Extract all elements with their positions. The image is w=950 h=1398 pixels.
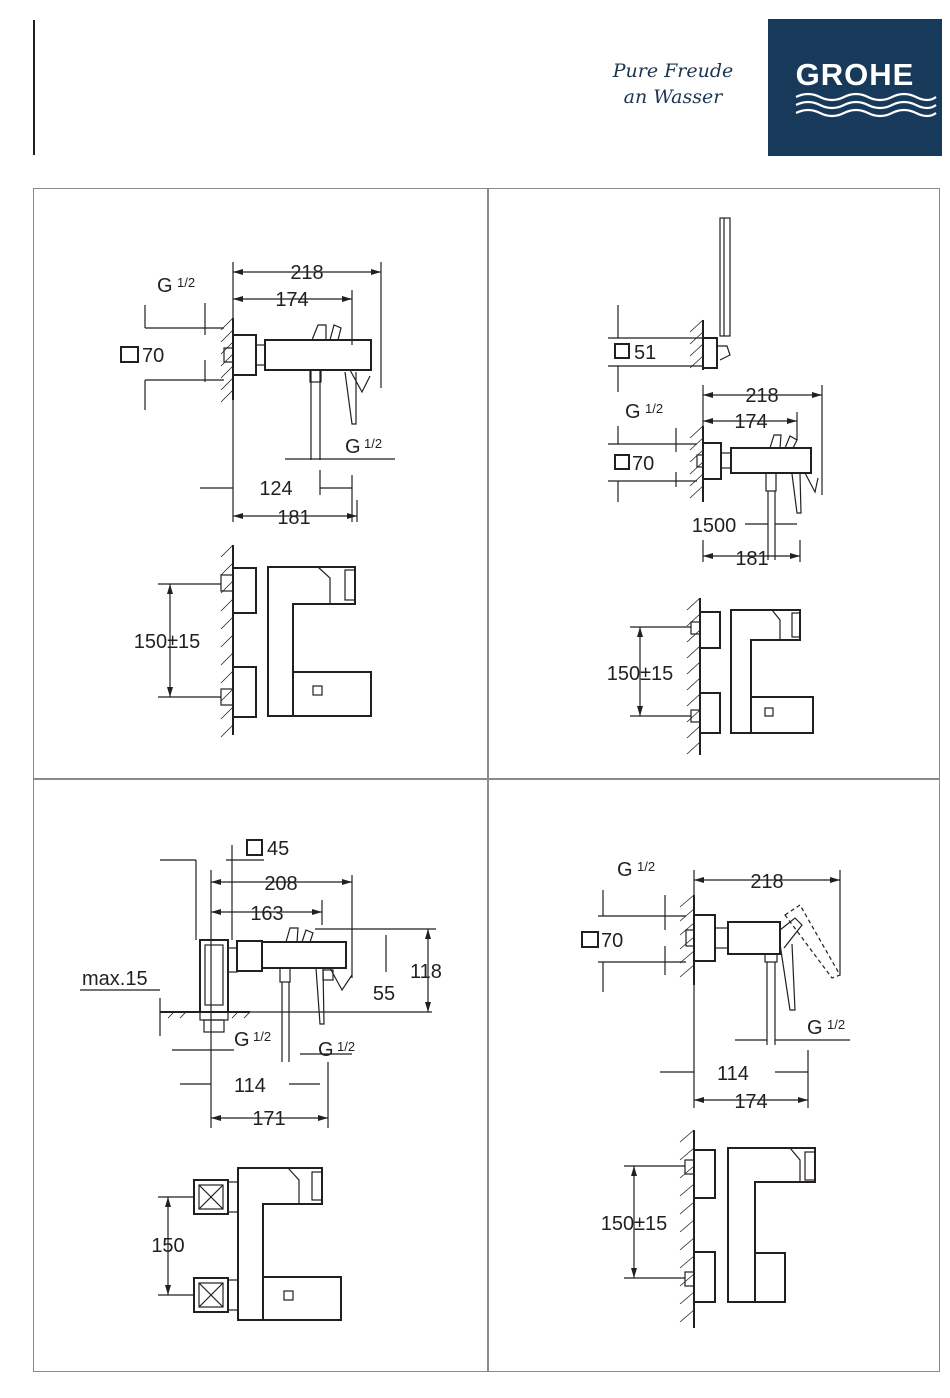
thread-g-bottom-fraction: 1/2 xyxy=(827,1017,845,1032)
thread-g-top: G xyxy=(617,859,633,881)
dim-218: 218 xyxy=(750,871,783,893)
thread-g-bottom: G xyxy=(807,1017,823,1039)
dim-174: 174 xyxy=(734,1091,767,1113)
dim-square-70: 70 xyxy=(601,930,623,952)
dim-114: 114 xyxy=(717,1063,749,1085)
mixer-front-view xyxy=(680,1130,815,1328)
thread-g-top-fraction: 1/2 xyxy=(637,859,655,874)
square-section-icon xyxy=(582,932,598,947)
dim-150-15: 150±15 xyxy=(601,1213,668,1235)
